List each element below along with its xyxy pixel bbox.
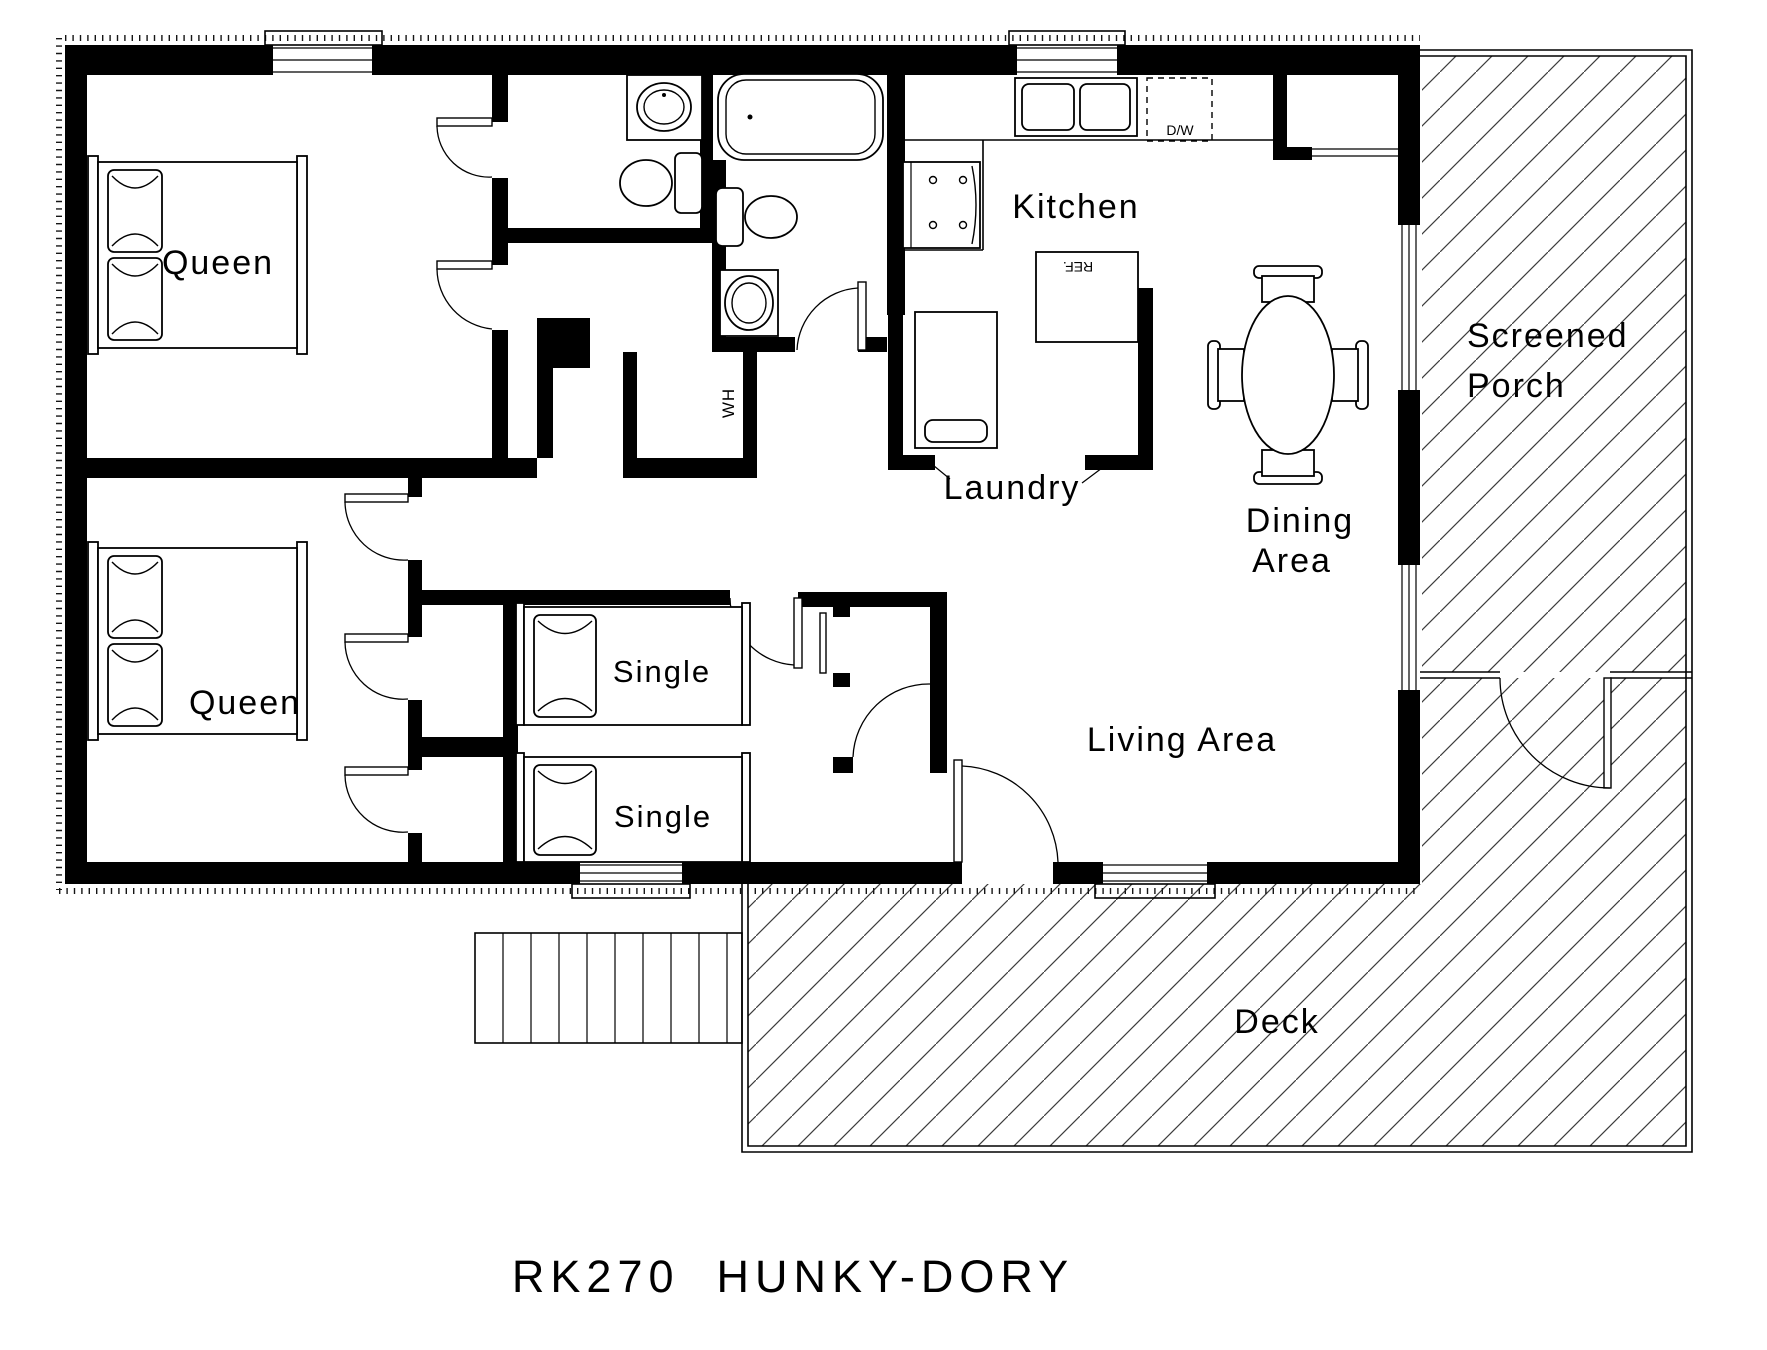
door-single-closet bbox=[819, 612, 827, 674]
label-single-top: Single bbox=[613, 654, 711, 689]
dishwasher-label: D/W bbox=[1166, 122, 1194, 138]
porch-hatch bbox=[1422, 56, 1686, 672]
window-kitchen bbox=[1008, 30, 1126, 73]
door-leaf bbox=[1603, 677, 1612, 789]
counter-stove-edge bbox=[905, 140, 984, 251]
label-laundry: Laundry bbox=[944, 469, 1081, 507]
door-bedroom1-bath bbox=[436, 117, 493, 178]
label-dining-line2: Area bbox=[1252, 542, 1332, 580]
bed-queen-1 bbox=[87, 155, 308, 355]
porch-deck-door bbox=[1499, 677, 1612, 789]
window-single-room bbox=[571, 864, 691, 899]
kitchen-sink bbox=[1014, 77, 1138, 137]
door-bedroom2-closet-lower bbox=[344, 766, 409, 833]
entry-steps bbox=[474, 932, 743, 1044]
deck-hatch bbox=[748, 678, 1686, 1146]
stove bbox=[902, 161, 981, 249]
label-dining-line1: Dining bbox=[1246, 502, 1354, 540]
deck bbox=[748, 678, 1686, 1146]
label-queen-bottom: Queen bbox=[189, 684, 301, 722]
plan-title: RK270 HUNKY-DORY bbox=[512, 1251, 1074, 1302]
siding-ticks bbox=[56, 35, 1420, 894]
label-single-bottom: Single bbox=[614, 799, 712, 834]
window-living bbox=[1094, 864, 1216, 899]
kitchen-fixtures: D/W REF. bbox=[902, 77, 1273, 343]
dining-table bbox=[1241, 295, 1335, 455]
dining-set bbox=[1207, 265, 1369, 485]
bathroom1-fixtures bbox=[619, 74, 703, 214]
washer bbox=[914, 311, 998, 449]
door-living-closet bbox=[852, 683, 931, 758]
toilet-1 bbox=[619, 152, 703, 214]
bathtub bbox=[717, 73, 884, 161]
bathroom2-fixtures bbox=[715, 73, 884, 337]
outer-walls bbox=[65, 45, 1420, 884]
door-bedroom1-hall bbox=[436, 260, 493, 330]
label-porch-line1: Screened bbox=[1467, 317, 1629, 355]
screened-porch bbox=[1422, 56, 1686, 672]
door-front-entry bbox=[953, 759, 1059, 863]
door-pantry bbox=[1312, 148, 1398, 157]
pedestal-sink-2 bbox=[719, 269, 779, 337]
toilet-2 bbox=[715, 187, 798, 247]
interior-walls bbox=[65, 75, 1312, 862]
laundry-leader-left bbox=[927, 460, 951, 480]
windows bbox=[264, 30, 1420, 899]
bed-single-1 bbox=[515, 602, 751, 726]
porch-deck-outline bbox=[741, 49, 1693, 1153]
room-labels: Queen Queen Single Single Kitchen Laundr… bbox=[162, 188, 1629, 1041]
dishwasher: D/W bbox=[1146, 77, 1213, 142]
laundry-leader-right bbox=[1081, 461, 1111, 484]
label-water-heater: WH bbox=[719, 388, 738, 418]
label-living: Living Area bbox=[1087, 721, 1277, 759]
label-kitchen: Kitchen bbox=[1012, 188, 1139, 226]
door-bathroom2 bbox=[796, 281, 867, 351]
label-deck: Deck bbox=[1234, 1003, 1319, 1041]
window-porch-wall-upper bbox=[1398, 225, 1420, 390]
laundry-closet bbox=[914, 311, 1111, 484]
door-bedroom2 bbox=[344, 493, 409, 561]
label-queen-top: Queen bbox=[162, 244, 274, 282]
door-bedroom2-closet-upper bbox=[344, 633, 409, 700]
bed-single-2 bbox=[515, 752, 751, 863]
bed-queen-2 bbox=[87, 541, 308, 741]
window-porch-wall-lower bbox=[1398, 565, 1420, 690]
label-porch-line2: Porch bbox=[1467, 367, 1566, 405]
refrigerator: REF. bbox=[1035, 251, 1139, 343]
window-bedroom1 bbox=[264, 30, 383, 73]
refrigerator-label: REF. bbox=[1063, 259, 1093, 275]
vanity-sink-1 bbox=[626, 74, 703, 141]
